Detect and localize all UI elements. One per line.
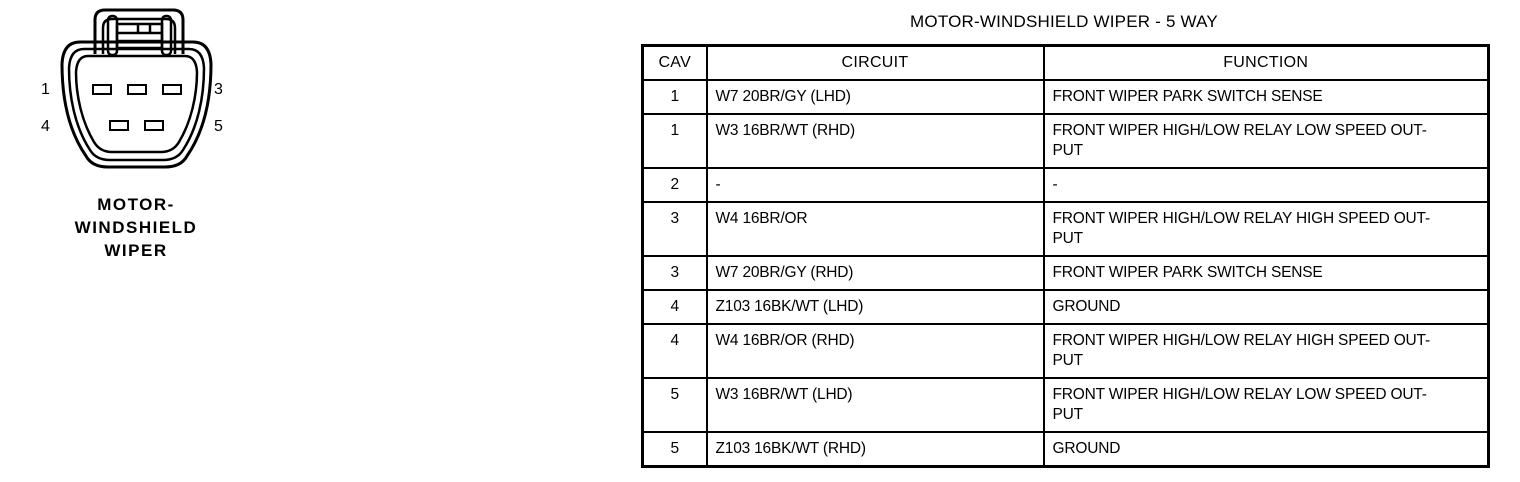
caption-line-3: WIPER	[104, 241, 168, 260]
cell-cav: 4	[641, 289, 708, 325]
cell-function: FRONT WIPER HIGH/LOW RELAY LOW SPEED OUT…	[1042, 377, 1490, 433]
table-row: 2--	[641, 167, 1490, 203]
cell-function: GROUND	[1042, 289, 1490, 325]
column-header-function: FUNCTION	[1042, 44, 1490, 81]
cell-function: -	[1042, 167, 1490, 203]
connector-drawing-icon	[60, 8, 213, 169]
cell-cav: 1	[641, 79, 708, 115]
caption-line-2: WINDSHIELD	[74, 218, 198, 237]
pin-label-3: 3	[214, 81, 223, 98]
cell-circuit: W4 16BR/OR (RHD)	[705, 323, 1045, 379]
column-header-circuit: CIRCUIT	[705, 44, 1045, 81]
cell-circuit: Z103 16BK/WT (RHD)	[705, 431, 1045, 468]
cell-cav: 3	[641, 201, 708, 257]
cell-circuit: W3 16BR/WT (LHD)	[705, 377, 1045, 433]
pin-label-1: 1	[41, 81, 50, 98]
cell-function: FRONT WIPER PARK SWITCH SENSE	[1042, 255, 1490, 291]
cell-circuit: Z103 16BK/WT (LHD)	[705, 289, 1045, 325]
cell-circuit: W3 16BR/WT (RHD)	[705, 113, 1045, 169]
cell-function: FRONT WIPER PARK SWITCH SENSE	[1042, 79, 1490, 115]
cell-circuit: W7 20BR/GY (LHD)	[705, 79, 1045, 115]
caption-line-1: MOTOR-	[97, 195, 175, 214]
cell-cav: 5	[641, 377, 708, 433]
cell-circuit: W4 16BR/OR	[705, 201, 1045, 257]
column-header-cav: CAV	[641, 44, 708, 81]
pin-label-5: 5	[214, 118, 223, 135]
cell-circuit: W7 20BR/GY (RHD)	[705, 255, 1045, 291]
cell-function: FRONT WIPER HIGH/LOW RELAY LOW SPEED OUT…	[1042, 113, 1490, 169]
connector-caption: MOTOR- WINDSHIELD WIPER	[38, 193, 234, 262]
cell-function: FRONT WIPER HIGH/LOW RELAY HIGH SPEED OU…	[1042, 323, 1490, 379]
cell-cav: 3	[641, 255, 708, 291]
cell-function: FRONT WIPER HIGH/LOW RELAY HIGH SPEED OU…	[1042, 201, 1490, 257]
table-header-row: CAV CIRCUIT FUNCTION	[641, 44, 1490, 81]
cell-cav: 5	[641, 431, 708, 468]
cell-cav: 4	[641, 323, 708, 379]
cell-circuit: -	[705, 167, 1045, 203]
cell-function: GROUND	[1042, 431, 1490, 468]
pin-label-4: 4	[41, 118, 50, 135]
cell-cav: 2	[641, 167, 708, 203]
cell-cav: 1	[641, 113, 708, 169]
table-title: MOTOR-WINDSHIELD WIPER - 5 WAY	[910, 12, 1218, 31]
connector-figure: 1 3 4 5 MOTOR- WINDSHIELD WIPER	[0, 0, 300, 300]
